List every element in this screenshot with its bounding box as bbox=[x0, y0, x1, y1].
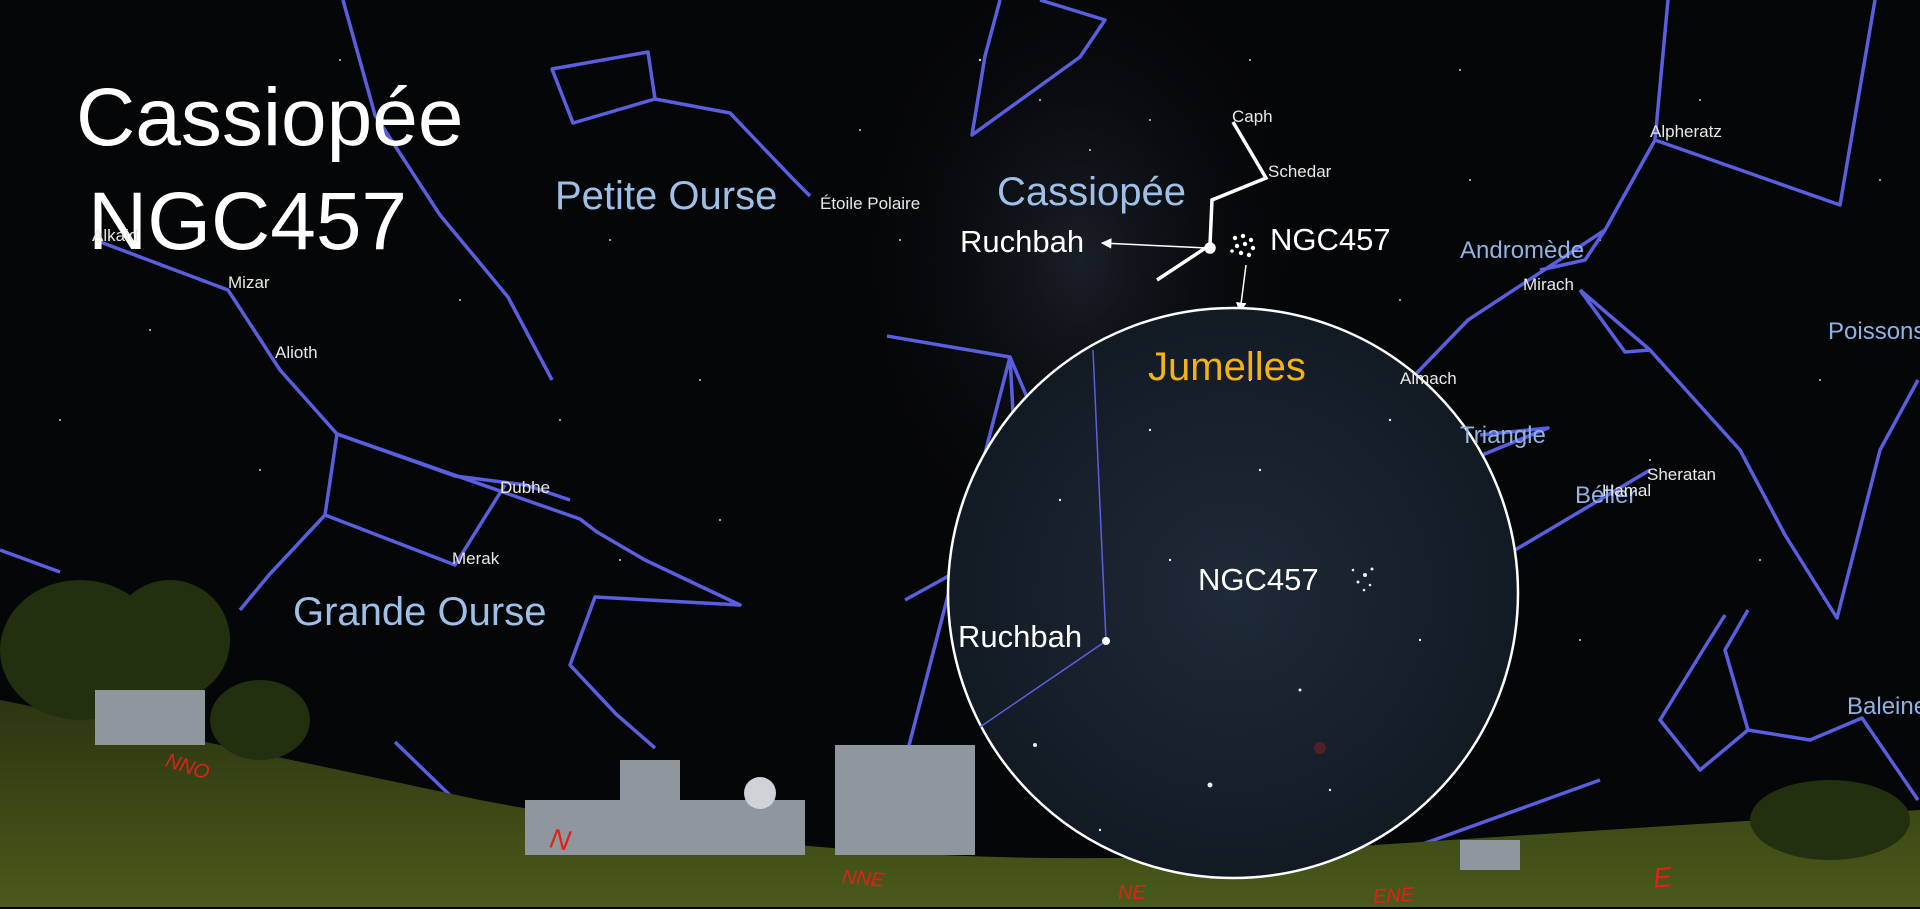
star-almach: Almach bbox=[1400, 369, 1457, 388]
constellation-baleine: Baleine bbox=[1847, 693, 1920, 720]
star-alioth: Alioth bbox=[275, 343, 318, 362]
cardinal-ene: ENE bbox=[1372, 883, 1415, 909]
cardinal-e: E bbox=[1651, 861, 1673, 894]
constellation-poissons: Poissons bbox=[1828, 318, 1920, 345]
binocular-title: Jumelles bbox=[1148, 345, 1306, 389]
zoom-arrow bbox=[1235, 264, 1247, 314]
cardinal-nne: NNE bbox=[841, 866, 886, 892]
ngc457-marker bbox=[1230, 233, 1256, 258]
background-stars bbox=[59, 58, 1881, 641]
star-alkaid: Alkaid bbox=[92, 226, 139, 245]
star-dubhe: Dubhe bbox=[500, 478, 551, 497]
buildings bbox=[95, 690, 1520, 870]
page-title-line1: Cassiopée bbox=[76, 72, 464, 163]
cardinal-ne: NE bbox=[1118, 882, 1146, 904]
page-title-line2: NGC457 bbox=[88, 176, 408, 267]
constellation-cassiopee: Cassiopée bbox=[997, 170, 1187, 214]
ruchbah-arrow bbox=[1100, 238, 1208, 249]
star-merak: Merak bbox=[452, 549, 500, 568]
binocular-ruchbah-label: Ruchbah bbox=[958, 619, 1083, 654]
trees bbox=[0, 580, 1910, 860]
constellation-triangle: Triangle bbox=[1460, 422, 1546, 449]
star-mizar: Mizar bbox=[228, 273, 270, 292]
binocular-ngc457-label: NGC457 bbox=[1198, 562, 1319, 597]
binocular-view bbox=[946, 306, 1520, 880]
star-etoile-polaire: Étoile Polaire bbox=[820, 194, 921, 213]
star-schedar: Schedar bbox=[1268, 162, 1332, 181]
star-ruchbah: Ruchbah bbox=[960, 224, 1085, 259]
star-alpheratz: Alpheratz bbox=[1650, 122, 1722, 141]
star-sheratan: Sheratan bbox=[1647, 465, 1716, 484]
horizon-ground bbox=[0, 700, 1920, 907]
cluster-ngc457: NGC457 bbox=[1270, 222, 1391, 257]
constellation-belier: Bélier bbox=[1575, 482, 1637, 509]
constellation-grande-ourse: Grande Ourse bbox=[293, 590, 547, 634]
constellation-petite-ourse: Petite Ourse bbox=[555, 174, 778, 218]
star-mirach: Mirach bbox=[1523, 275, 1575, 294]
satellite-dish bbox=[744, 777, 776, 809]
star-hamal: Hamal bbox=[1602, 481, 1652, 500]
constellation-andromede: Andromède bbox=[1460, 237, 1585, 264]
star-caph: Caph bbox=[1232, 107, 1273, 126]
